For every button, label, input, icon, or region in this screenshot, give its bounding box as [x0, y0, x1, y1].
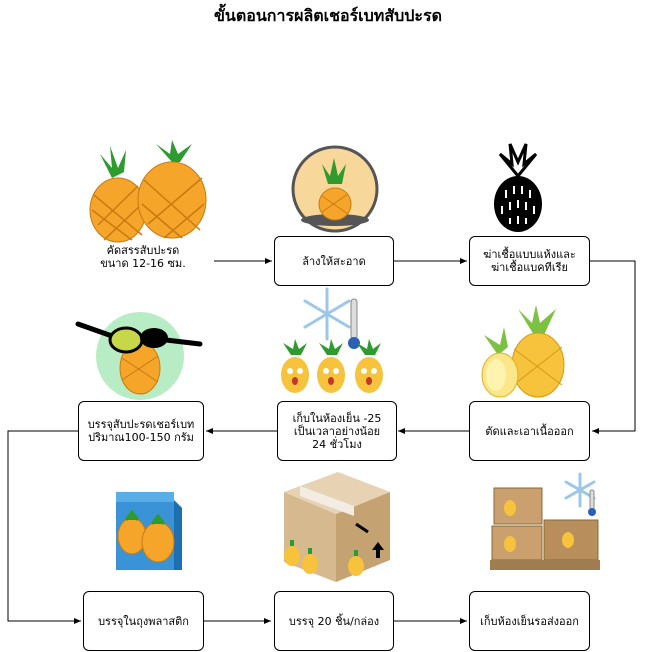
step-wash: ล้างให้สะอาด — [274, 236, 394, 286]
step-cold-storage: เก็บห้องเย็นรอส่งออก — [469, 591, 590, 651]
step-box-20: บรรจุ 20 ชิ้น/กล่อง — [274, 591, 394, 651]
arrow-pack-to-bag — [7, 430, 81, 624]
step-pack-sherbet: บรรจุสับปะรดเชอร์เบท ปริมาณ100-150 กรัม — [78, 401, 204, 461]
step-freeze: เก็บในห้องเย็น -25 เป็นเวลาอย่างน้อย 24 … — [277, 401, 397, 461]
step-plastic-bag: บรรจุในถุงพลาสติก — [83, 591, 204, 651]
step-cut: ตัดและเอาเนื้อออก — [469, 401, 590, 461]
start-label: คัดสรรสับปะรด ขนาด 12-16 ซม. — [100, 244, 186, 270]
cold-storage-icon — [490, 472, 600, 570]
diagram-title: ขั้นตอนการผลิตเชอร์เบทสับปะรด — [213, 6, 442, 25]
cut-pineapple-icon — [481, 305, 565, 398]
spoon-pineapple-icon — [75, 312, 203, 400]
box-icon — [284, 472, 390, 582]
pineapple-outline-icon — [494, 143, 542, 232]
arrow-sterilize-to-cut — [590, 260, 636, 434]
washing-icon — [291, 145, 379, 233]
step-sterilize: ฆ่าเชื้อแบบแห้งและ ฆ่าเชื้อแบคทีเรีย — [469, 236, 590, 286]
pineapples-icon — [89, 140, 207, 243]
frozen-pineapple-icon — [281, 287, 383, 393]
carton-icon — [116, 492, 182, 570]
